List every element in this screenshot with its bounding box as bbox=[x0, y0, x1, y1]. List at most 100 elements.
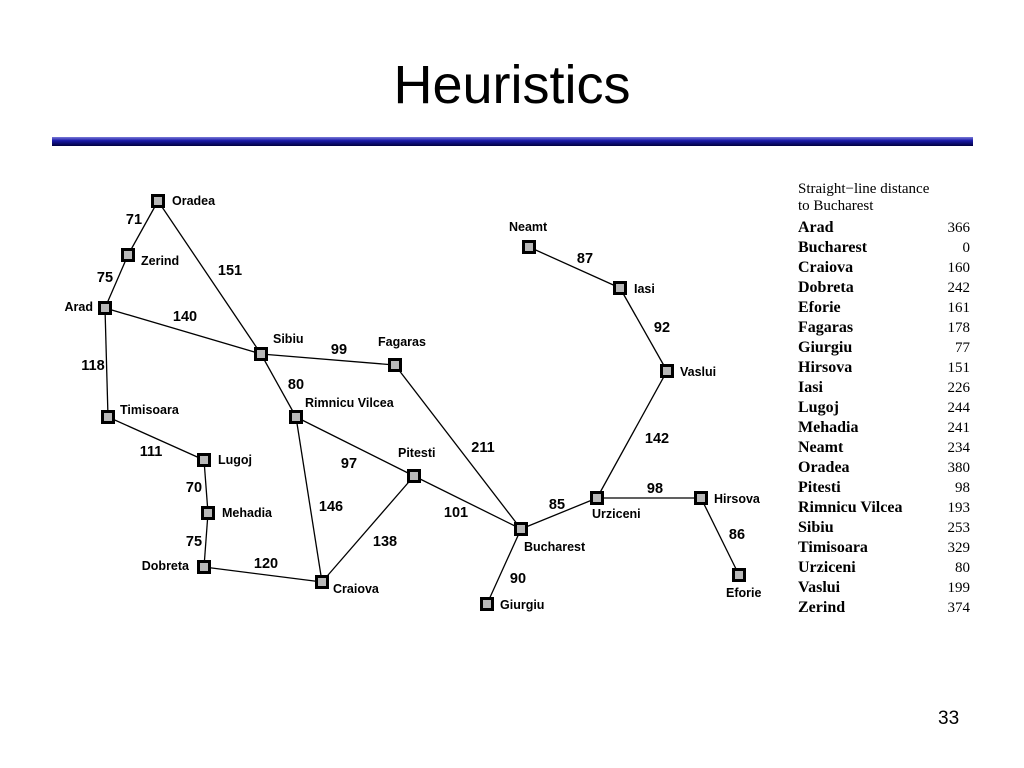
city-label-hirsova: Hirsova bbox=[714, 492, 761, 506]
table-row-value: 151 bbox=[947, 360, 971, 376]
road-distance-craiova-pitesti: 138 bbox=[373, 534, 397, 550]
table-row-city: Neamt bbox=[798, 439, 844, 456]
table-row-value: 234 bbox=[947, 440, 971, 456]
road-distance-rimnicu-craiova: 146 bbox=[319, 499, 343, 515]
road-distance-dobreta-craiova: 120 bbox=[254, 556, 278, 572]
table-row-city: Bucharest bbox=[798, 239, 868, 256]
table-row-city: Urziceni bbox=[798, 559, 856, 576]
table-row-city: Timisoara bbox=[798, 539, 868, 556]
table-row: Craiova 160 bbox=[798, 258, 970, 278]
table-row: Pitesti 98 bbox=[798, 478, 970, 498]
road-distance-fagaras-bucharest: 211 bbox=[471, 440, 494, 456]
city-label-arad: Arad bbox=[65, 300, 93, 314]
table-row-value: 241 bbox=[947, 420, 971, 436]
table-row: Hirsova 151 bbox=[798, 358, 970, 378]
road-mehadia-dobreta bbox=[203, 512, 209, 568]
table-row-city: Iasi bbox=[798, 379, 823, 396]
city-label-pitesti: Pitesti bbox=[398, 446, 436, 460]
road-distance-rimnicu-pitesti: 97 bbox=[341, 456, 357, 472]
city-node-rimnicu bbox=[289, 410, 303, 424]
table-header: Straight−line distance to Bucharest bbox=[798, 181, 970, 215]
city-label-zerind: Zerind bbox=[141, 254, 179, 268]
road-distance-zerind-arad: 75 bbox=[97, 270, 113, 286]
title-divider bbox=[52, 137, 973, 146]
city-label-rimnicu: Rimnicu Vilcea bbox=[305, 396, 395, 410]
table-row-value: 244 bbox=[947, 400, 971, 416]
table-row-city: Arad bbox=[798, 219, 834, 236]
table-row-city: Hirsova bbox=[798, 359, 853, 376]
city-node-bucharest bbox=[514, 522, 528, 536]
road-distance-sibiu-fagaras: 99 bbox=[331, 342, 347, 358]
table-row-city: Zerind bbox=[798, 599, 846, 616]
road-arad-timisoara bbox=[104, 307, 109, 418]
road-distance-timisoara-lugoj: 111 bbox=[140, 444, 163, 460]
city-label-sibiu: Sibiu bbox=[273, 332, 304, 346]
city-node-fagaras bbox=[388, 358, 402, 372]
road-dobreta-craiova bbox=[203, 566, 323, 583]
table-row-value: 98 bbox=[955, 480, 970, 496]
table-row-city: Fagaras bbox=[798, 319, 854, 336]
table-row-city: Giurgiu bbox=[798, 339, 853, 356]
table-row-city: Oradea bbox=[798, 459, 850, 476]
road-distance-oradea-zerind: 71 bbox=[126, 212, 142, 228]
table-row: Rimnicu Vilcea 193 bbox=[798, 498, 970, 518]
table-row-city: Dobreta bbox=[798, 279, 854, 296]
city-node-eforie bbox=[732, 568, 746, 582]
road-distance-arad-sibiu: 140 bbox=[173, 309, 197, 325]
table-row-value: 242 bbox=[947, 280, 971, 296]
city-label-timisoara: Timisoara bbox=[120, 403, 180, 417]
city-label-fagaras: Fagaras bbox=[378, 335, 426, 349]
city-label-oradea: Oradea bbox=[172, 194, 216, 208]
road-hirsova-eforie bbox=[700, 497, 740, 576]
table-row: Urziceni 80 bbox=[798, 558, 970, 578]
road-distance-urziceni-hirsova: 98 bbox=[647, 481, 663, 497]
road-distance-urziceni-vaslui: 142 bbox=[645, 431, 669, 447]
table-row: Dobreta 242 bbox=[798, 278, 970, 298]
table-row-value: 80 bbox=[955, 560, 970, 576]
city-label-iasi: Iasi bbox=[634, 282, 655, 296]
road-craiova-pitesti bbox=[321, 475, 415, 583]
table-row-city: Rimnicu Vilcea bbox=[798, 499, 903, 516]
table-row-value: 161 bbox=[947, 300, 971, 316]
road-arad-sibiu bbox=[104, 307, 262, 355]
city-label-giurgiu: Giurgiu bbox=[500, 598, 544, 612]
city-node-giurgiu bbox=[480, 597, 494, 611]
road-vaslui-iasi bbox=[619, 287, 668, 372]
table-row-value: 253 bbox=[947, 520, 971, 536]
table-row: Oradea 380 bbox=[798, 458, 970, 478]
city-node-craiova bbox=[315, 575, 329, 589]
table-row-value: 193 bbox=[947, 500, 971, 516]
road-distance-hirsova-eforie: 86 bbox=[729, 527, 745, 543]
road-iasi-neamt bbox=[528, 246, 621, 289]
road-pitesti-bucharest bbox=[413, 475, 522, 530]
city-node-vaslui bbox=[660, 364, 674, 378]
road-zerind-arad bbox=[104, 254, 129, 309]
road-lugoj-mehadia bbox=[203, 459, 209, 514]
city-node-arad bbox=[98, 301, 112, 315]
road-urziceni-vaslui bbox=[596, 370, 668, 499]
road-fagaras-bucharest bbox=[394, 364, 522, 530]
table-row-city: Pitesti bbox=[798, 479, 841, 496]
table-row-city: Mehadia bbox=[798, 419, 859, 436]
city-label-dobreta: Dobreta bbox=[142, 559, 190, 573]
city-label-bucharest: Bucharest bbox=[524, 540, 586, 554]
table-row-value: 160 bbox=[947, 260, 971, 276]
table-row-value: 380 bbox=[947, 460, 971, 476]
road-rimnicu-craiova bbox=[295, 416, 323, 583]
road-distance-lugoj-mehadia: 70 bbox=[186, 480, 202, 496]
table-row-city: Craiova bbox=[798, 259, 854, 276]
road-distance-bucharest-urziceni: 85 bbox=[549, 497, 565, 513]
road-distance-iasi-neamt: 87 bbox=[577, 251, 593, 267]
